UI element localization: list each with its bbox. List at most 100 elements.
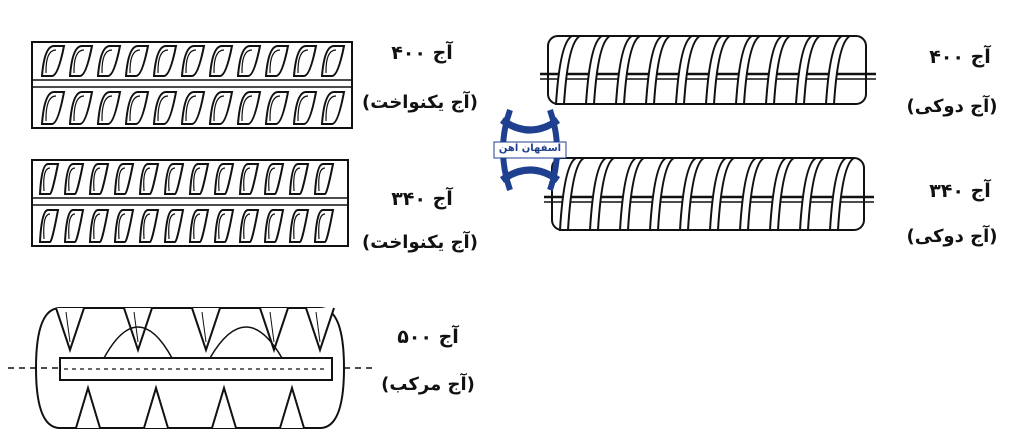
rib-400-single-top-inner (241, 49, 253, 74)
rib-400-single-bottom-inner (45, 95, 57, 122)
rebar-400-single-drawing (31, 41, 353, 129)
rib-340-single-bottom (163, 209, 185, 243)
rib-400-single-bottom (292, 91, 318, 125)
rib-340-single-bottom (288, 209, 310, 243)
rib-400-double (794, 35, 821, 105)
rib-340-single-top-inner (243, 167, 251, 192)
rib-400-single-top-inner (73, 49, 85, 74)
rib-500-top (259, 307, 289, 354)
rib-400-single-bottom-inner (297, 95, 309, 122)
label-grade-340-double: آج ۳۴۰ (929, 180, 991, 202)
bulge-500 (103, 326, 173, 359)
rib-400-double (824, 35, 851, 105)
rib-400-single-top-inner (45, 49, 57, 74)
rib-340-single-top (63, 163, 85, 195)
label-variant-340-single: (آج یکنواخت) (362, 232, 478, 253)
rib-400-single-bottom (124, 91, 150, 125)
rib-400-single-top-inner (185, 49, 197, 74)
rib-400-double (764, 35, 791, 105)
rib-340-single-top (188, 163, 210, 195)
rib-340-single-top-inner (318, 167, 326, 192)
rib-340-single-bottom (63, 209, 85, 243)
rib-340-single-bottom (88, 209, 110, 243)
rib-340-single-bottom-inner (268, 213, 276, 240)
rib-400-single-top (320, 45, 346, 77)
rib-400-single-top-inner (325, 49, 337, 74)
rib-340-single-top-inner (168, 167, 176, 192)
rib-400-double (644, 35, 671, 105)
rib-340-single-top-inner (268, 167, 276, 192)
label-grade-500-composite: آج ۵۰۰ (397, 326, 459, 348)
rib-500-top-inner (65, 311, 71, 343)
rib-340-double (708, 157, 735, 231)
rib-500-bottom (279, 384, 305, 429)
rib-400-single-bottom (68, 91, 94, 125)
rib-400-double (554, 35, 581, 105)
rib-340-single-bottom-inner (93, 213, 101, 240)
rib-340-single-top (238, 163, 260, 195)
rib-400-single-bottom (320, 91, 346, 125)
rib-400-single-top-inner (213, 49, 225, 74)
label-grade-340-single: آج ۳۴۰ (391, 188, 453, 210)
rib-340-single-top (213, 163, 235, 195)
rib-400-single-top (208, 45, 234, 77)
rib-340-single-bottom-inner (293, 213, 301, 240)
rib-500-top (191, 307, 221, 354)
rib-400-single-top (292, 45, 318, 77)
rib-400-single-bottom-inner (157, 95, 169, 122)
rib-400-single-bottom-inner (129, 95, 141, 122)
rib-340-single-bottom (113, 209, 135, 243)
rib-400-single-top (124, 45, 150, 77)
watermark-text: اسفهان آهن (498, 143, 562, 154)
rib-340-single-top (288, 163, 310, 195)
rebar-340-single-drawing (31, 159, 349, 247)
rib-400-single-top-inner (269, 49, 281, 74)
rib-400-single-top-inner (157, 49, 169, 74)
rib-340-double (798, 157, 825, 231)
rib-500-top-inner (269, 311, 275, 343)
watermark-logo (493, 109, 567, 191)
rib-400-single-top (180, 45, 206, 77)
rib-340-single-top-inner (43, 167, 51, 192)
rib-340-single-top-inner (143, 167, 151, 192)
bulge-500 (209, 326, 283, 359)
label-variant-400-double: (آج دوکی) (906, 96, 998, 117)
rib-400-single-top (68, 45, 94, 77)
rib-400-single-top (236, 45, 262, 77)
rib-500-bottom (75, 384, 101, 429)
rib-340-double (768, 157, 795, 231)
rib-400-single-bottom-inner (269, 95, 281, 122)
rib-340-single-top-inner (93, 167, 101, 192)
rib-400-single-bottom (152, 91, 178, 125)
rib-340-single-bottom-inner (218, 213, 226, 240)
rib-340-single-bottom-inner (243, 213, 251, 240)
rib-340-single-bottom (138, 209, 160, 243)
rib-340-single-bottom (313, 209, 335, 243)
label-variant-340-double: (آج دوکی) (906, 226, 998, 247)
rib-400-double (614, 35, 641, 105)
rib-500-bottom (143, 384, 169, 429)
rib-340-single-top-inner (193, 167, 201, 192)
rib-400-single-bottom (96, 91, 122, 125)
rib-400-single-bottom-inner (101, 95, 113, 122)
rib-340-single-bottom-inner (318, 213, 326, 240)
rib-400-single-top-inner (129, 49, 141, 74)
rebar-400-double-drawing (540, 35, 876, 105)
rib-400-single-top (40, 45, 66, 77)
rib-340-single-top-inner (293, 167, 301, 192)
rib-340-single-top (38, 163, 60, 195)
rib-340-single-bottom (238, 209, 260, 243)
rib-500-bottom (211, 384, 237, 429)
rib-340-single-bottom-inner (193, 213, 201, 240)
rebar-500-composite-drawing (8, 307, 376, 429)
rib-340-double (618, 157, 645, 231)
rib-340-single-bottom (263, 209, 285, 243)
rib-400-double (704, 35, 731, 105)
rib-340-double (678, 157, 705, 231)
rib-400-single-bottom (180, 91, 206, 125)
rib-340-single-bottom-inner (168, 213, 176, 240)
rib-500-top-inner (315, 311, 321, 343)
rib-500-top (55, 307, 85, 354)
rib-400-single-bottom (40, 91, 66, 125)
rib-340-single-bottom-inner (43, 213, 51, 240)
